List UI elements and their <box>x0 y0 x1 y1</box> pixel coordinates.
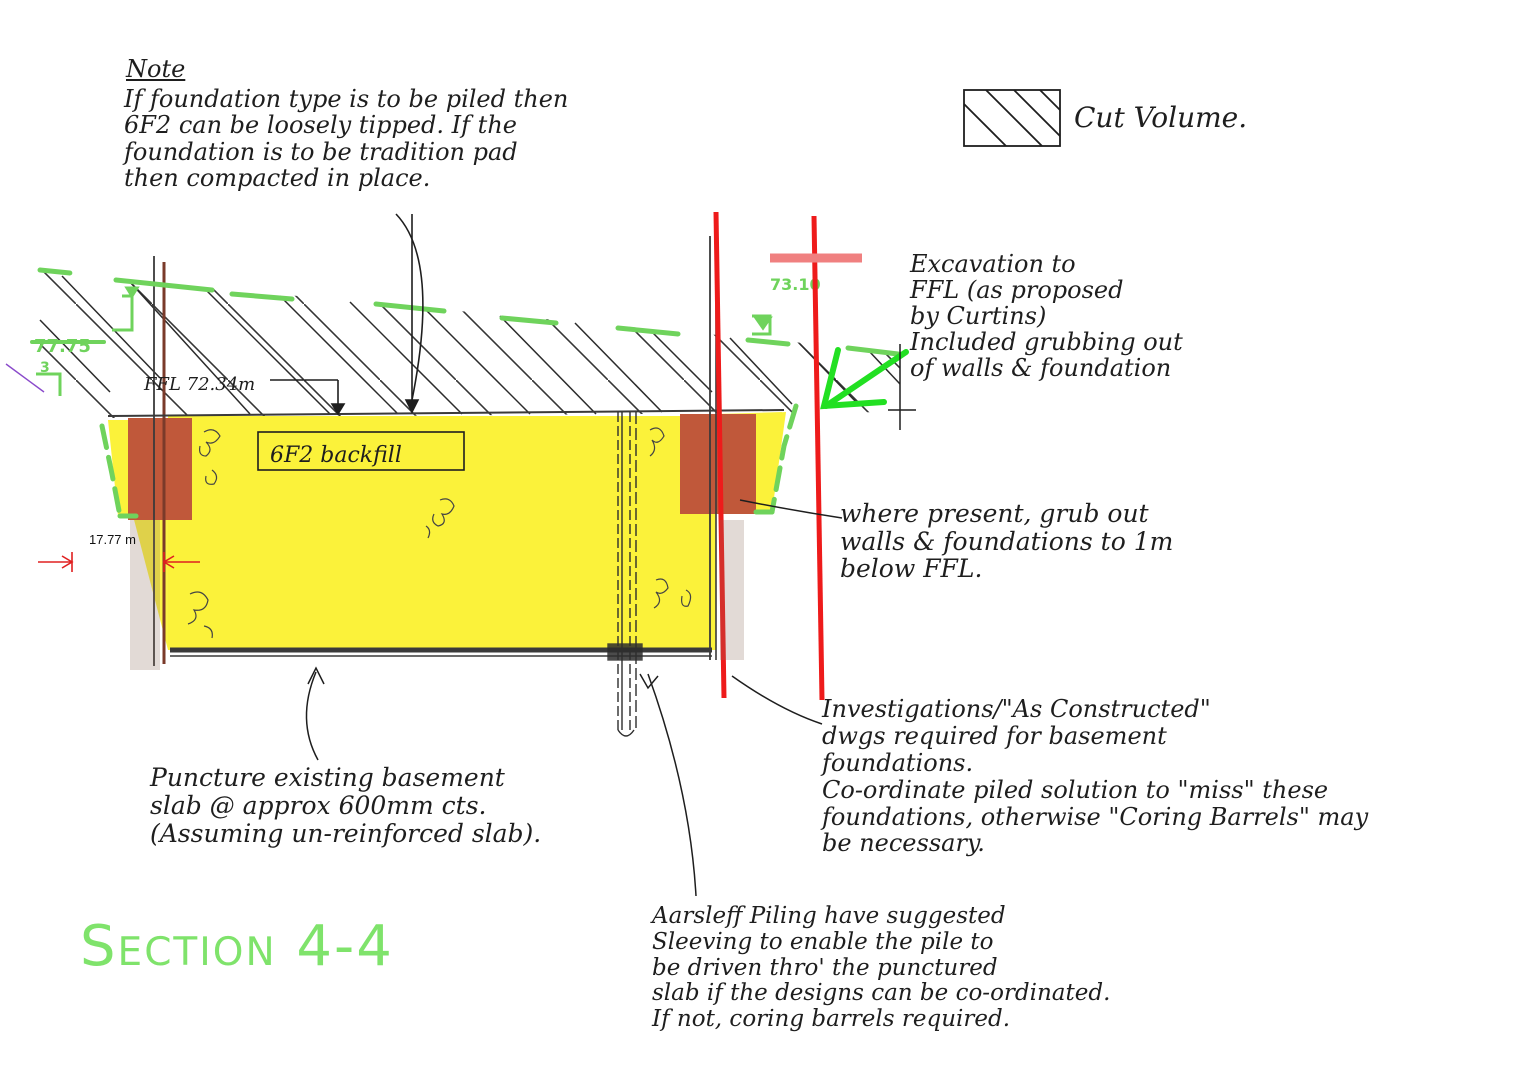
section-title: Section 4-4 <box>80 914 394 979</box>
basement-outline <box>107 232 785 666</box>
ffl-label: FFL 72.34m <box>143 374 255 395</box>
rubble-marks <box>187 427 692 639</box>
ground-shading <box>130 520 744 670</box>
backfill-label: 6F2 backfill <box>270 443 402 468</box>
level-right: 73.10 <box>770 275 821 294</box>
level-marker-left <box>36 286 140 396</box>
note-title: Note <box>126 55 186 83</box>
pile-sleeve <box>607 412 643 737</box>
investigation-note: Investigations/"As Constructed" dwgs req… <box>822 695 1369 858</box>
excavation-arrow <box>820 347 909 410</box>
ffl-marker <box>270 213 424 416</box>
slope-line <box>5 363 45 393</box>
cut-volume-legend-box <box>963 89 1061 147</box>
grub-out-note: where present, grub out walls & foundati… <box>840 499 1174 583</box>
note-body: If foundation type is to be piled then 6… <box>124 85 569 193</box>
dimension-label: 17.77 m <box>89 532 136 547</box>
level-marker-right <box>752 314 773 336</box>
cut-volume-label: Cut Volume. <box>1074 101 1248 134</box>
leader-lines <box>305 344 916 897</box>
cut-volume-hatching <box>39 272 901 418</box>
slope-ratio: 3 <box>40 360 50 376</box>
excavation-note: Excavation to FFL (as proposed by Curtin… <box>910 250 1183 382</box>
backfill-label-box <box>257 431 465 471</box>
existing-ground-level <box>30 267 901 519</box>
backfill-zone <box>108 412 786 650</box>
dimension-arrows <box>38 552 200 572</box>
piling-note: Aarsleff Piling have suggested Sleeving … <box>652 903 1111 1032</box>
slab-puncture-note: Puncture existing basement slab @ approx… <box>150 763 542 848</box>
level-left: 77.75 <box>34 336 91 357</box>
pile-lines <box>713 211 862 701</box>
